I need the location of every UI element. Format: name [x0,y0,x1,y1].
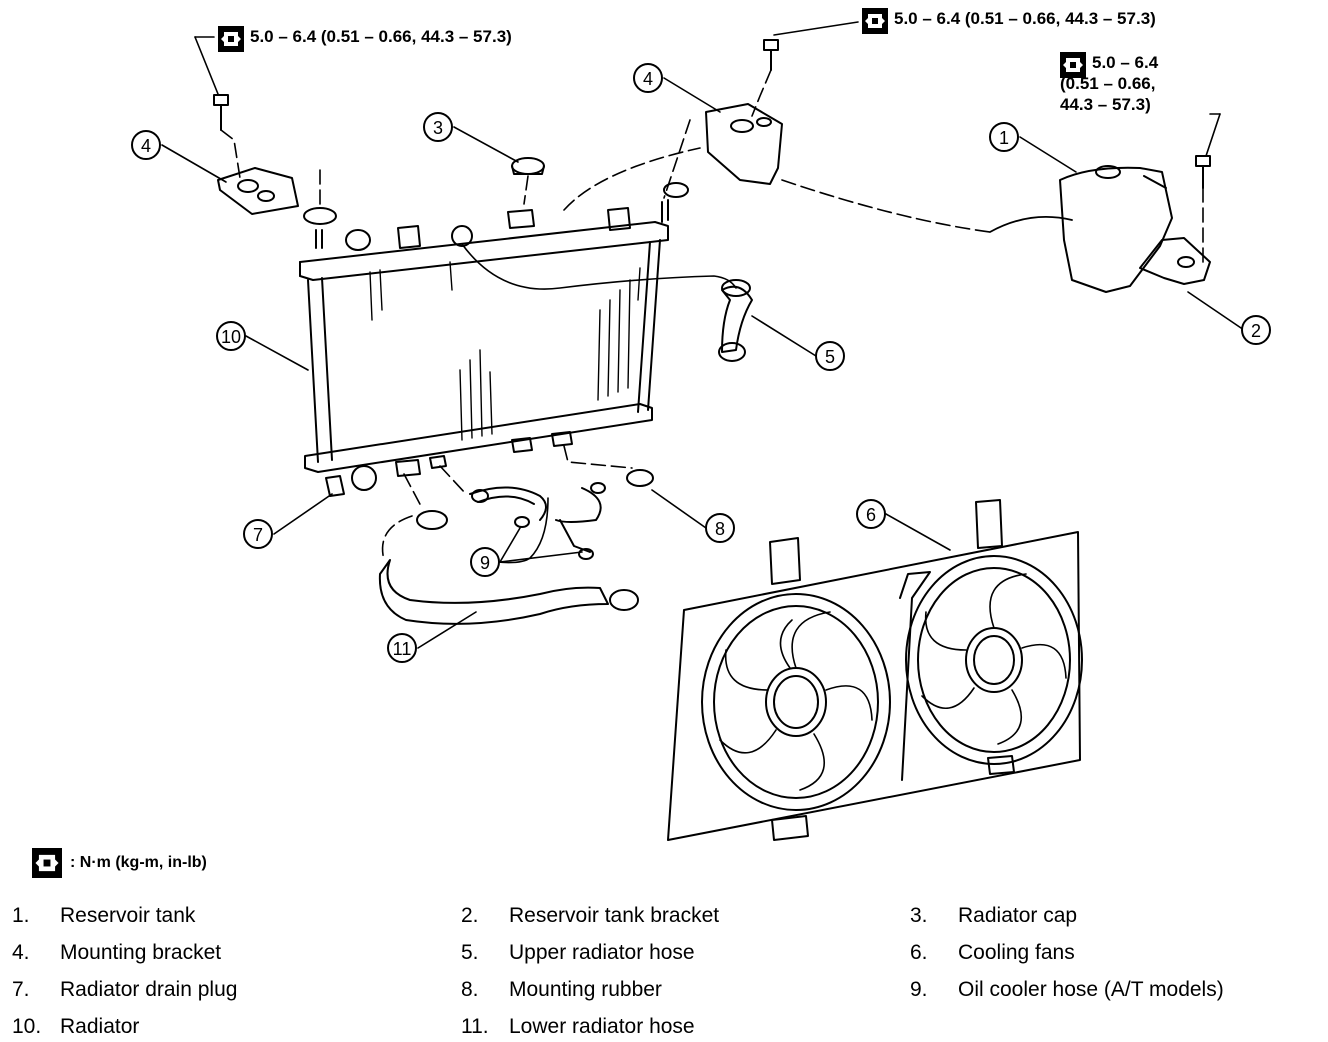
callout-10-label: 10 [221,327,241,347]
part-name: Oil cooler hose (A/T models) [958,978,1224,1001]
callout-1 [989,122,1019,152]
torque-wrench-icon [218,26,244,52]
torque-wrench-icon [862,8,888,34]
callout-11-label: 11 [393,639,412,659]
part-number: 2. [461,904,479,927]
callout-8-label: 8 [715,519,725,539]
part-number: 9. [910,978,928,1001]
callout-10 [216,321,246,351]
part-name: Mounting bracket [60,941,222,964]
radiator-cap [511,157,545,175]
mounting-rubber-top-right [663,182,689,198]
callout-4-left-label: 4 [141,136,151,156]
mounting-rubber-bottom-right [626,469,654,487]
part-number: 8. [461,978,479,1001]
bolt-left [213,94,229,131]
callout-2-label: 2 [1251,321,1261,341]
mounting-bracket-left [217,167,299,215]
torque-spec-reservoir-line1: 5.0 – 6.4 [1092,53,1159,72]
callout-7 [243,519,273,549]
torque-spec-reservoir-line3: 44.3 – 57.3) [1060,95,1151,114]
torque-spec-reservoir-text: 5.0 – 6.4 (0.51 – 0.66, 44.3 – 57.3) [1060,52,1159,115]
mounting-rubber-bottom-left [416,510,448,530]
unit-legend-text: : N·m (kg-m, in-lb) [70,854,207,871]
part-number: 11. [461,1015,489,1038]
part-number: 3. [910,904,928,927]
part-name: Radiator [60,1015,140,1038]
upper-radiator-hose [718,279,753,362]
unit-legend: : N·m (kg-m, in-lb) [32,848,207,878]
torque-spec-reservoir: 5.0 – 6.4 (0.51 – 0.66, 44.3 – 57.3) [1060,52,1158,115]
torque-spec-left: 5.0 – 6.4 (0.51 – 0.66, 44.3 – 57.3) [218,26,512,52]
part-number: 7. [12,978,30,1001]
callout-5 [815,341,845,371]
torque-wrench-icon [1060,52,1086,78]
bolt-reservoir [1195,155,1211,189]
callout-1-label: 1 [999,128,1009,148]
callout-9-label: 9 [480,553,490,573]
torque-wrench-icon [32,848,62,878]
radiator-drawing [299,199,669,497]
torque-spec-top-right: 5.0 – 6.4 (0.51 – 0.66, 44.3 – 57.3) [862,8,1156,34]
part-name: Reservoir tank [60,904,196,927]
part-name: Radiator drain plug [60,978,238,1001]
mounting-bracket-right [705,103,783,185]
callout-6 [856,499,886,529]
reservoir-tank [1059,165,1173,293]
part-name: Mounting rubber [509,978,662,1001]
part-number: 1. [12,904,30,927]
callout-5-label: 5 [825,347,835,367]
part-name: Reservoir tank bracket [509,904,720,927]
part-name: Upper radiator hose [509,941,695,964]
callout-9 [470,547,500,577]
part-name: Lower radiator hose [509,1015,695,1038]
torque-spec-top-right-text: 5.0 – 6.4 (0.51 – 0.66, 44.3 – 57.3) [894,9,1156,28]
callout-4-right-label: 4 [643,69,653,89]
callout-3 [423,112,453,142]
callout-3-label: 3 [433,118,443,138]
callout-8 [705,513,735,543]
part-number: 4. [12,941,30,964]
part-number: 10. [12,1015,42,1038]
part-name: Radiator cap [958,904,1078,927]
cooling-fans [667,499,1083,841]
callout-11 [387,633,417,663]
torque-spec-reservoir-line2: (0.51 – 0.66, [1060,74,1156,93]
reservoir-tank-bracket [1139,237,1211,285]
callout-4-left [131,130,161,160]
lower-radiator-hose [378,559,639,625]
part-name: Cooling fans [958,941,1075,964]
part-number: 6. [910,941,928,964]
callout-6-label: 6 [866,505,876,525]
part-number: 5. [461,941,479,964]
callout-7-label: 7 [253,525,263,545]
oil-cooler-hose [469,482,606,560]
callout-2 [1241,315,1271,345]
torque-spec-left-text: 5.0 – 6.4 (0.51 – 0.66, 44.3 – 57.3) [250,27,512,46]
callout-4-right [633,63,663,93]
mounting-rubber-top-left [303,207,337,225]
bolt-top-right [763,39,779,71]
